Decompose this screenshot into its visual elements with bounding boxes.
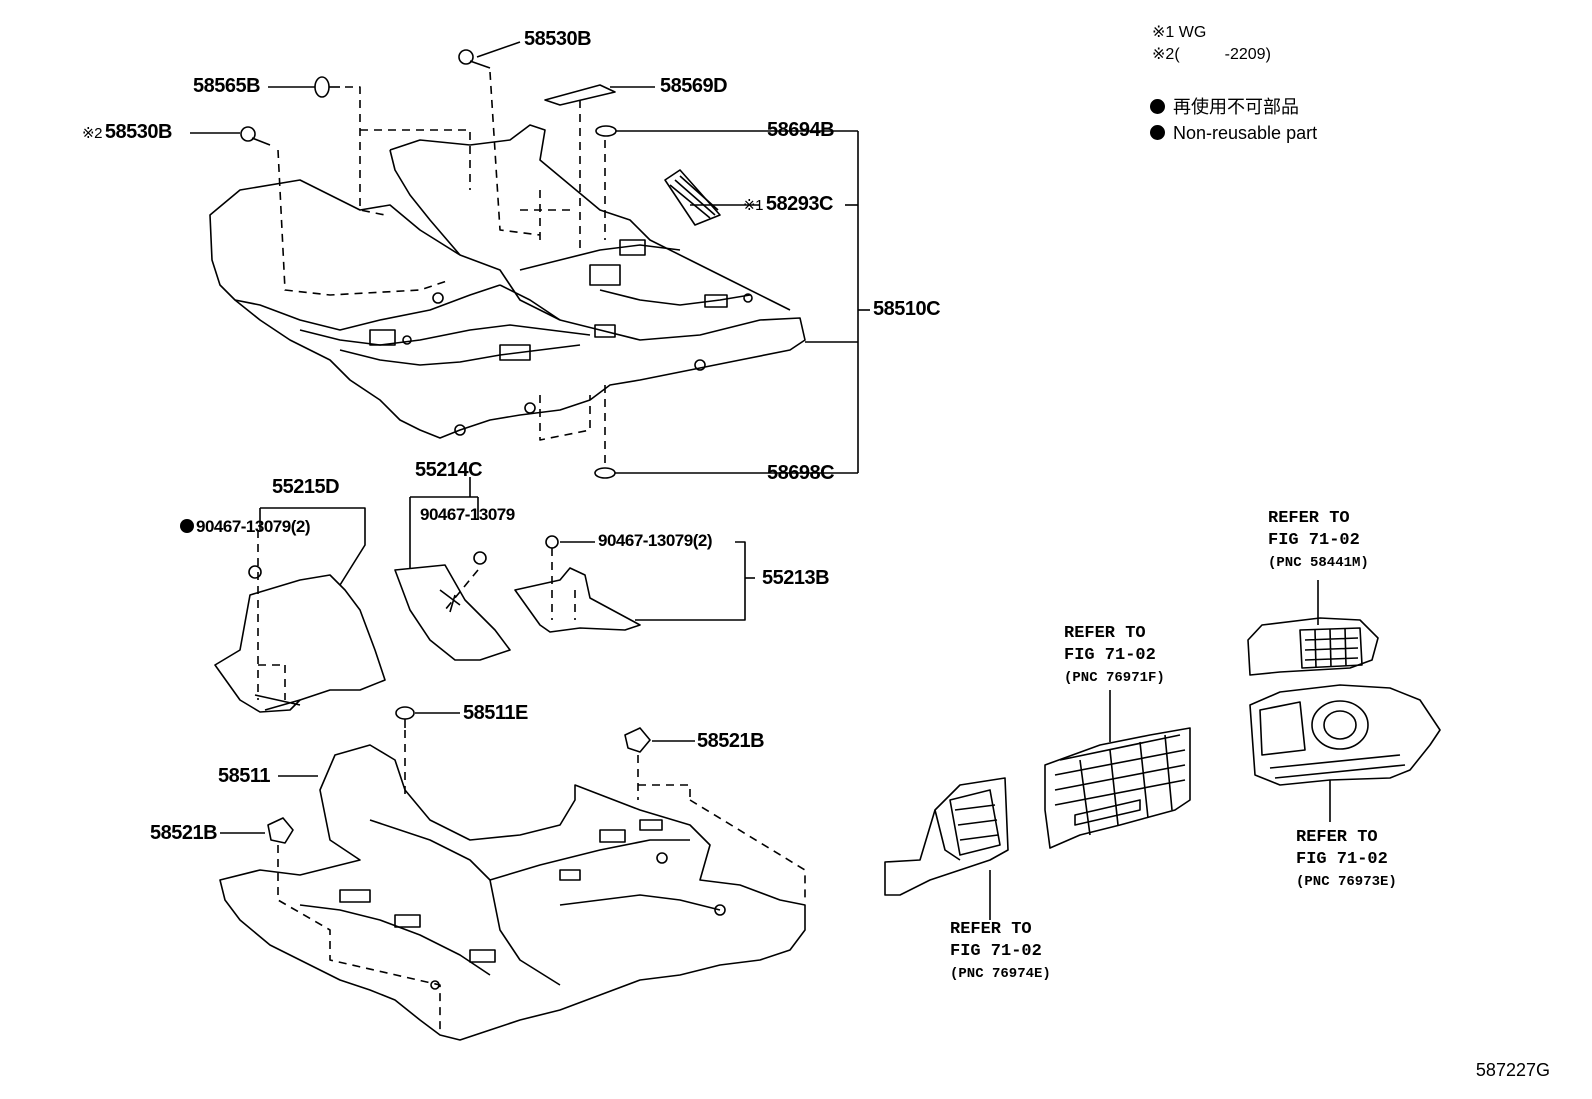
refer-line1: REFER TO: [1064, 624, 1146, 643]
clip-58521B-left: [267, 817, 294, 844]
grommet-58694B: [595, 125, 617, 137]
refer-pnc: (PNC 76973E): [1296, 874, 1397, 890]
legend-en: Non-reusable part: [1150, 118, 1317, 148]
clip-58530B-left: [240, 126, 271, 146]
part-label-58511[interactable]: 58511: [218, 765, 271, 787]
trim-panel-58441M: [1247, 580, 1379, 676]
refer-line1: REFER TO: [950, 920, 1032, 939]
note-date-range: ※2( -2209): [1152, 44, 1271, 66]
part-label-90467-c[interactable]: 90467-13079(2): [598, 531, 712, 550]
note1-mark: ※1: [743, 197, 763, 214]
part-label-58521B-left[interactable]: 58521B: [150, 822, 218, 844]
part-label-58698C[interactable]: 58698C: [767, 462, 835, 484]
part-label-58569D[interactable]: 58569D: [660, 75, 728, 97]
part-number: 90467-13079(2): [196, 517, 310, 536]
refer-pnc: (PNC 76974E): [950, 966, 1051, 982]
trim-panel-76971F: [1044, 690, 1191, 849]
refer-pnc: (PNC 58441M): [1268, 555, 1369, 571]
figure-id: 587227G: [1475, 1060, 1550, 1080]
note-wg: ※1 WG: [1152, 24, 1207, 41]
part-label-58530B-top[interactable]: 58530B: [524, 28, 592, 50]
floor-carpet-lower: [219, 744, 806, 1041]
refer-line2: FIG 71-02: [1064, 646, 1156, 665]
part-label-58565B[interactable]: 58565B: [193, 75, 261, 97]
refer-line1: REFER TO: [1268, 509, 1350, 528]
part-label-58694B[interactable]: 58694B: [767, 119, 835, 141]
note-date-mark: ※2: [1152, 46, 1175, 63]
refer-pnc: (PNC 76971F): [1064, 670, 1165, 686]
clip-58530B-top: [458, 49, 491, 69]
mat-55214C: [394, 551, 511, 661]
part-label-58510C[interactable]: 58510C: [873, 298, 941, 320]
part-number: 58530B: [104, 121, 173, 143]
legend-jp: 再使用不可部品: [1150, 92, 1299, 122]
note-date-value: -2209): [1224, 46, 1271, 63]
mat-55213B: [514, 535, 641, 633]
note-date-paren: (: [1174, 46, 1180, 63]
part-label-90467-a[interactable]: 90467-13079(2): [180, 518, 310, 535]
pad-58293C: [664, 169, 721, 226]
part-label-55215D[interactable]: 55215D: [272, 476, 340, 498]
trim-panel-76973E: [1249, 684, 1441, 822]
bracket-58569D: [544, 84, 616, 106]
bullet-icon: [1150, 125, 1165, 140]
mat-55215D: [214, 565, 386, 713]
refer-76974E[interactable]: REFER TO FIG 71-02 (PNC 76974E): [950, 919, 1051, 985]
legend-jp-text: 再使用不可部品: [1173, 97, 1299, 117]
refer-76973E[interactable]: REFER TO FIG 71-02 (PNC 76973E): [1296, 827, 1397, 893]
refer-line2: FIG 71-02: [1268, 531, 1360, 550]
clip-58511E: [395, 706, 415, 728]
part-number: 58293C: [765, 193, 834, 215]
clip-58565B: [314, 76, 340, 98]
refer-line1: REFER TO: [1296, 828, 1378, 847]
bullet-icon: [1150, 99, 1165, 114]
refer-line2: FIG 71-02: [1296, 850, 1388, 869]
part-label-58521B-right[interactable]: 58521B: [697, 730, 765, 752]
trim-panel-76974E: [884, 777, 1009, 920]
legend-en-text: Non-reusable part: [1173, 123, 1318, 143]
non-reusable-icon: [180, 519, 194, 533]
part-label-55213B[interactable]: 55213B: [762, 567, 830, 589]
clip-58521B-right: [624, 727, 651, 753]
refer-58441M[interactable]: REFER TO FIG 71-02 (PNC 58441M): [1268, 508, 1369, 574]
part-label-55214C[interactable]: 55214C: [415, 459, 483, 481]
floor-carpet-upper: [209, 124, 806, 439]
note2-mark: ※2: [82, 125, 102, 142]
part-label-90467-b[interactable]: 90467-13079: [420, 505, 515, 524]
grommet-58698C: [594, 467, 616, 479]
refer-76971F[interactable]: REFER TO FIG 71-02 (PNC 76971F): [1064, 623, 1165, 689]
refer-line2: FIG 71-02: [950, 942, 1042, 961]
part-label-58511E[interactable]: 58511E: [463, 702, 528, 724]
